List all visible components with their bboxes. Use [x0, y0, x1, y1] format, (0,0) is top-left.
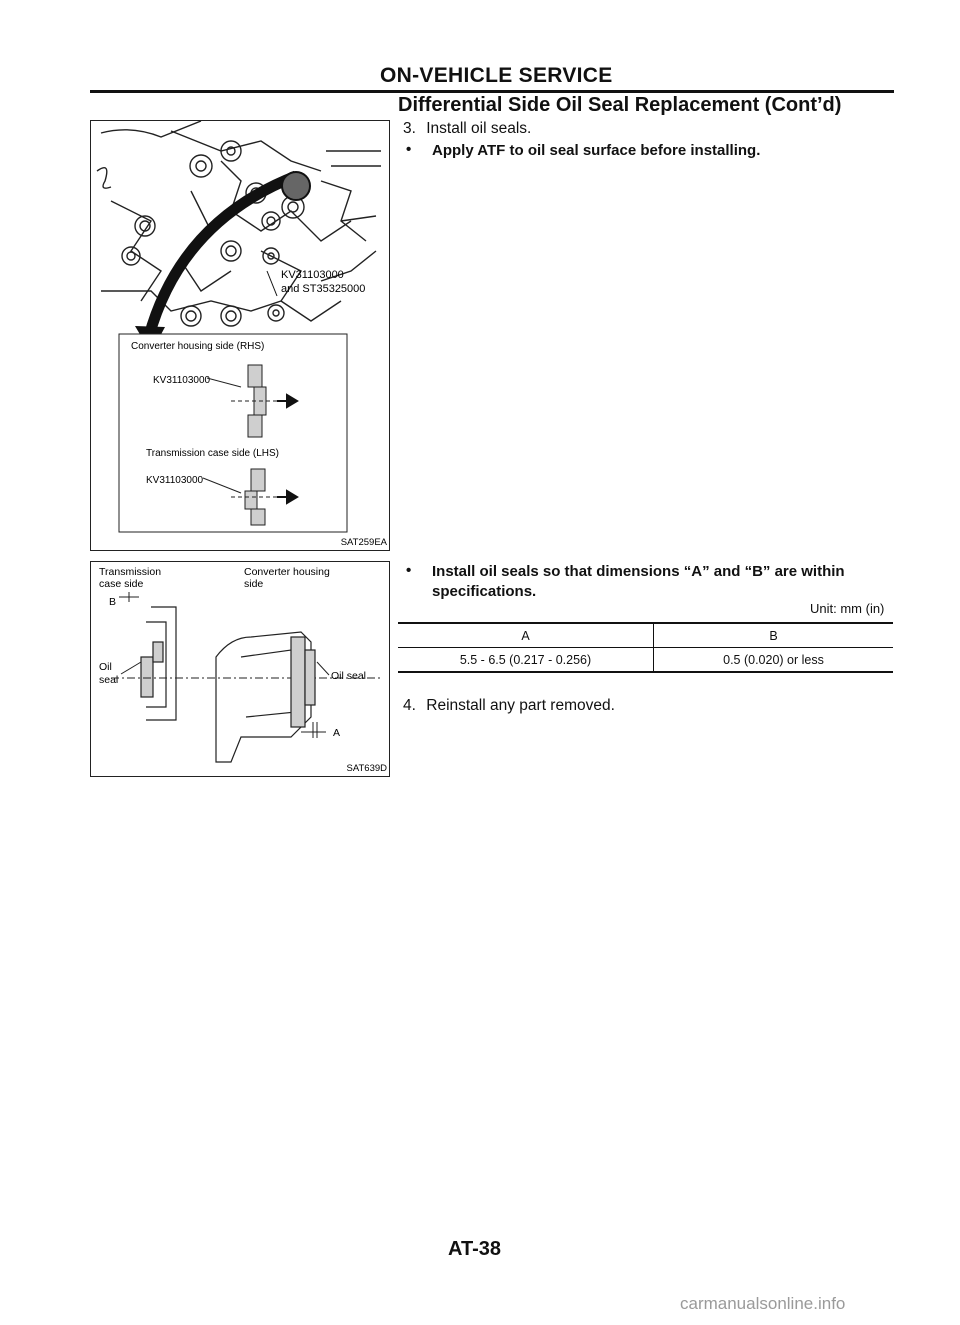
- lhs-label: Transmission case side (LHS): [146, 448, 279, 459]
- rhs-tool-label: KV31103000: [153, 375, 211, 386]
- label-b: B: [109, 596, 116, 608]
- tool-callout-line1: KV31103000: [281, 269, 344, 281]
- label-oil-seal-right: Oil seal: [331, 670, 366, 682]
- bullet-text: Apply ATF to oil seal surface before ins…: [432, 142, 761, 159]
- lhs-tool-label: KV31103000: [146, 475, 204, 486]
- bullet-install-seals: • Install oil seals so that dimensions “…: [406, 562, 906, 606]
- page-number: AT-38: [448, 1238, 501, 1260]
- section-title: ON-VEHICLE SERVICE: [380, 64, 613, 87]
- title-rule: [90, 90, 894, 93]
- converter-side-seal: [215, 631, 316, 763]
- tool-callout-line2: and ST35325000: [281, 283, 365, 295]
- bullet-text: Install oil seals so that dimensions “A”…: [432, 563, 845, 600]
- label-converter-line1: Converter housing: [244, 566, 330, 578]
- transmission-illustration: KV31103000 and ST35325000 Converter hous…: [96, 120, 388, 548]
- page-subtitle: Differential Side Oil Seal Replacement (…: [398, 94, 842, 116]
- bullet-dot: •: [406, 562, 412, 579]
- oil-seal-cross-section: Transmission case side Converter housing…: [99, 566, 388, 774]
- table-row: 5.5 - 6.5 (0.217 - 0.256) 0.5 (0.020) or…: [398, 647, 893, 672]
- cell-a-value: 5.5 - 6.5 (0.217 - 0.256): [398, 647, 654, 672]
- label-converter-line2: side: [244, 578, 263, 590]
- bullet-apply-atf: • Apply ATF to oil seal surface before i…: [406, 141, 906, 165]
- step-number: 3.: [403, 120, 416, 137]
- lhs-tool-drawing: [231, 468, 279, 526]
- rhs-tool-drawing: [231, 364, 279, 438]
- figure-code: SAT259EA: [341, 537, 388, 548]
- rhs-label: Converter housing side (RHS): [131, 341, 264, 352]
- watermark: carmanualsonline.info: [680, 1294, 846, 1313]
- lhs-arrow-icon: [277, 489, 299, 505]
- transmission-side-seal: [140, 606, 177, 721]
- label-transmission-line2: case side: [99, 578, 144, 590]
- spec-table: A B 5.5 - 6.5 (0.217 - 0.256) 0.5 (0.020…: [398, 622, 893, 673]
- bullet-dot: •: [406, 141, 412, 158]
- label-oil-seal-left-line2: seal: [99, 674, 118, 686]
- step-4: 4. Reinstall any part removed.: [403, 697, 615, 715]
- unit-label: Unit: mm (in): [810, 601, 885, 616]
- label-transmission-line1: Transmission: [99, 566, 161, 578]
- label-oil-seal-left-line1: Oil: [99, 661, 112, 673]
- column-header-a: A: [398, 623, 654, 648]
- cell-b-value: 0.5 (0.020) or less: [723, 652, 824, 667]
- step-text: Install oil seals.: [426, 120, 532, 137]
- rhs-arrow-icon: [277, 393, 299, 409]
- figure-code: SAT639D: [347, 763, 388, 774]
- step-3: 3. Install oil seals.: [403, 120, 531, 138]
- label-a: A: [333, 727, 340, 739]
- step-text: Reinstall any part removed.: [426, 697, 615, 714]
- figure-sat259ea: KV31103000 and ST35325000 Converter hous…: [90, 120, 390, 551]
- step-number: 4.: [403, 697, 416, 714]
- column-header-b: B: [769, 628, 778, 643]
- figure-sat639d: Transmission case side Converter housing…: [90, 561, 390, 777]
- table-header-row: A B: [398, 623, 893, 648]
